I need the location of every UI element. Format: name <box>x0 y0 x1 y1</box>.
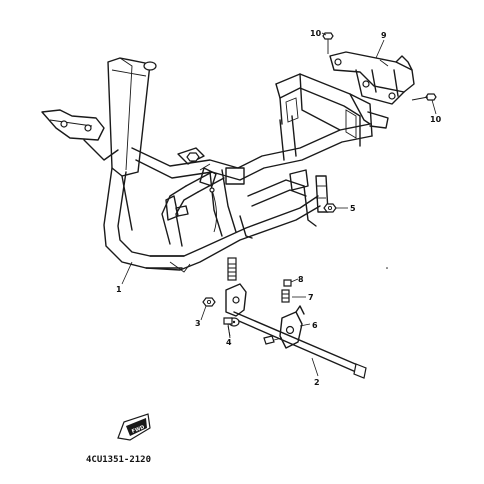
callout-3: 3 <box>195 319 201 328</box>
fwd-badge-text: FWD <box>131 424 145 434</box>
leader-lines <box>121 32 437 377</box>
rear-bracket-9 <box>329 51 415 105</box>
stand-assembly <box>202 257 367 379</box>
callout-6: 6 <box>312 321 318 330</box>
callout-4: 4 <box>226 338 232 347</box>
bolt-10-upper <box>322 32 334 54</box>
callout-1: 1 <box>116 285 122 294</box>
callout-10-upper: 10 <box>310 29 322 38</box>
callout-5: 5 <box>350 204 356 213</box>
callout-10-right: 10 <box>430 115 442 124</box>
forward-direction-badge: FWD <box>117 413 151 441</box>
callout-9: 9 <box>381 31 387 40</box>
main-frame <box>41 57 389 273</box>
callout-labels: 1 2 3 4 5 6 7 8 9 10 10 <box>116 29 442 387</box>
callout-8: 8 <box>298 275 304 284</box>
part-code: 4CU1351-2120 <box>86 455 151 465</box>
frame-nut <box>186 152 200 162</box>
callout-2: 2 <box>314 378 320 387</box>
callout-7: 7 <box>308 293 314 302</box>
nut-5 <box>323 203 337 213</box>
bolt-10-right <box>411 93 437 101</box>
